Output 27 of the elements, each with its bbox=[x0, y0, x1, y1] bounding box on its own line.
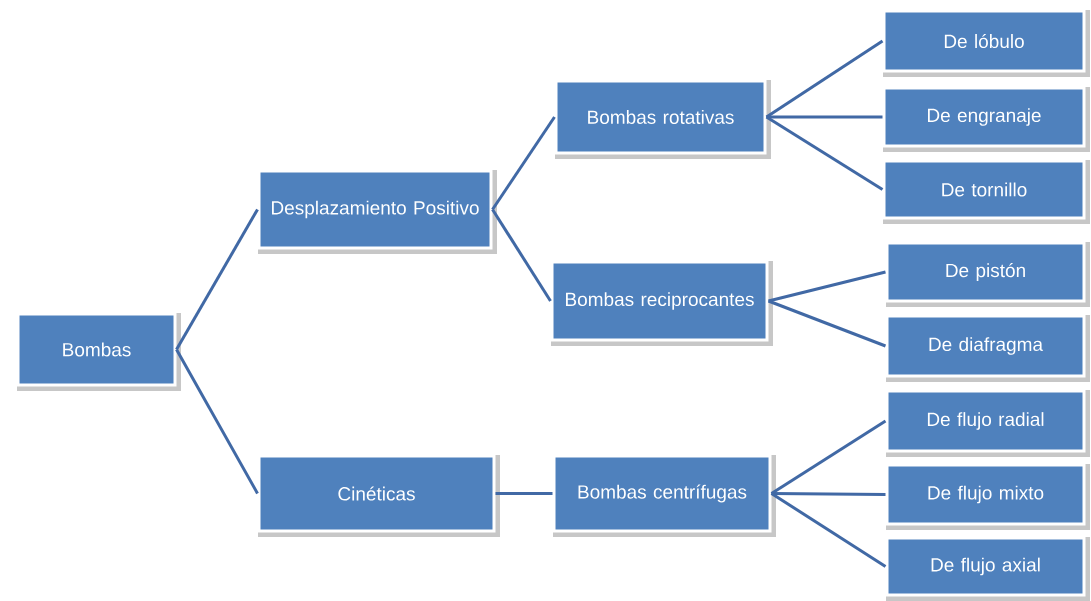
connector-line bbox=[495, 492, 553, 495]
connector-line bbox=[175, 348, 259, 495]
connector-line bbox=[770, 492, 887, 568]
process-box: De pistón bbox=[885, 241, 1090, 307]
process-box: De engranaje bbox=[882, 86, 1090, 152]
process-box: De tornillo bbox=[882, 159, 1090, 224]
process-box: Bombas centrífugas bbox=[552, 454, 776, 537]
connector-line bbox=[765, 39, 884, 119]
process-box: De flujo mixto bbox=[885, 463, 1090, 530]
process-box: De flujo radial bbox=[885, 389, 1090, 457]
process-box: De flujo axial bbox=[885, 536, 1090, 601]
process-box: Bombas rotativas bbox=[554, 79, 771, 159]
connector-line bbox=[175, 208, 259, 351]
connector-line bbox=[766, 115, 883, 119]
process-box: De lóbulo bbox=[882, 9, 1090, 77]
connector-line bbox=[770, 419, 887, 495]
process-box: Bombas bbox=[16, 312, 181, 391]
process-box: Desplazamiento Positivo bbox=[257, 169, 497, 254]
connector-line bbox=[768, 270, 886, 303]
process-box: De diafragma bbox=[885, 314, 1090, 382]
connector-line bbox=[491, 208, 552, 302]
connector-line bbox=[491, 116, 556, 211]
process-box: Bombas reciprocantes bbox=[550, 260, 773, 346]
process-box: Cinéticas bbox=[257, 454, 500, 537]
connector-line bbox=[765, 115, 884, 191]
connector-line bbox=[767, 299, 887, 348]
connector-line bbox=[771, 492, 886, 496]
